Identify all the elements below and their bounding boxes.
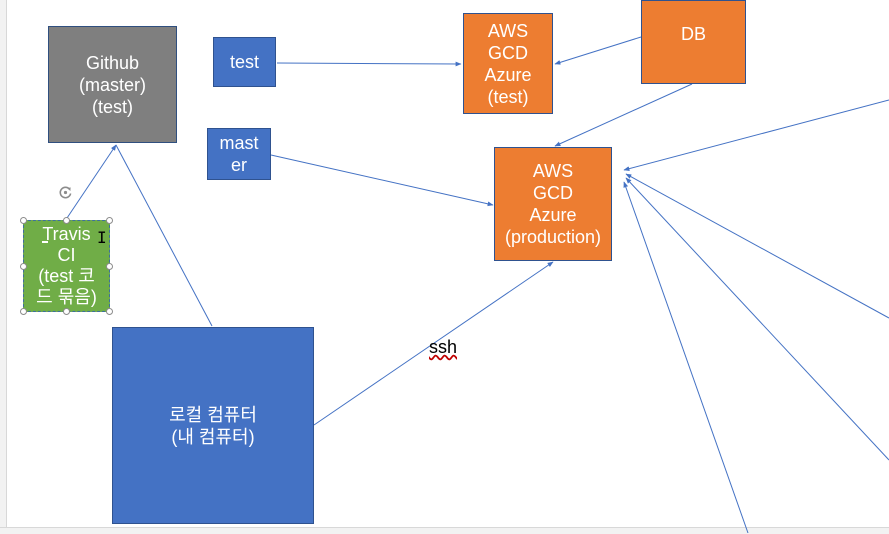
resize-handle-bottom-left[interactable] <box>20 308 27 315</box>
page-bottom-margin <box>0 527 889 534</box>
connector-travis-to-github[interactable] <box>66 144 117 219</box>
ssh-connector-label: ssh <box>429 337 458 357</box>
connector-offscreen-2-to-aws-prod[interactable] <box>625 173 889 319</box>
aws-production-node[interactable]: AWS GCD Azure (production) <box>494 147 612 261</box>
github-node[interactable]: Github (master) (test) <box>48 26 177 143</box>
test-branch-node[interactable]: test <box>213 37 276 87</box>
page-left-margin <box>0 0 7 533</box>
connector-test-to-aws-test[interactable] <box>276 61 462 67</box>
travis-ci-node[interactable]: Travis CI (test 코 드 묶음) <box>23 220 110 312</box>
master-branch-node[interactable]: mast er <box>207 128 271 180</box>
connector-db-to-aws-test[interactable] <box>554 36 642 65</box>
resize-handle-bottom-center[interactable] <box>63 308 70 315</box>
connector-master-to-aws-prod[interactable] <box>270 154 494 207</box>
db-node[interactable]: DB <box>641 0 746 84</box>
resize-handle-middle-right[interactable] <box>106 263 113 270</box>
resize-handle-top-center[interactable] <box>63 217 70 224</box>
connector-offscreen-4-to-aws-prod[interactable] <box>623 181 749 533</box>
connector-offscreen-3-to-aws-prod[interactable] <box>625 177 889 461</box>
aws-test-node[interactable]: AWS GCD Azure (test) <box>463 13 553 114</box>
connector-local-to-github[interactable] <box>115 144 213 327</box>
connector-offscreen-1-to-aws-prod[interactable] <box>623 99 889 171</box>
connector-local-to-aws-prod[interactable] <box>313 261 554 426</box>
text-dash-mark <box>42 241 48 243</box>
local-computer-node[interactable]: 로컬 컴퓨터 (내 컴퓨터) <box>112 327 314 524</box>
resize-handle-bottom-right[interactable] <box>106 308 113 315</box>
resize-handle-top-right[interactable] <box>106 217 113 224</box>
resize-handle-middle-left[interactable] <box>20 263 27 270</box>
rotate-handle-icon[interactable] <box>58 185 73 200</box>
resize-handle-top-left[interactable] <box>20 217 27 224</box>
connector-db-to-aws-prod[interactable] <box>554 83 693 147</box>
text-cursor-icon: I <box>97 228 107 247</box>
